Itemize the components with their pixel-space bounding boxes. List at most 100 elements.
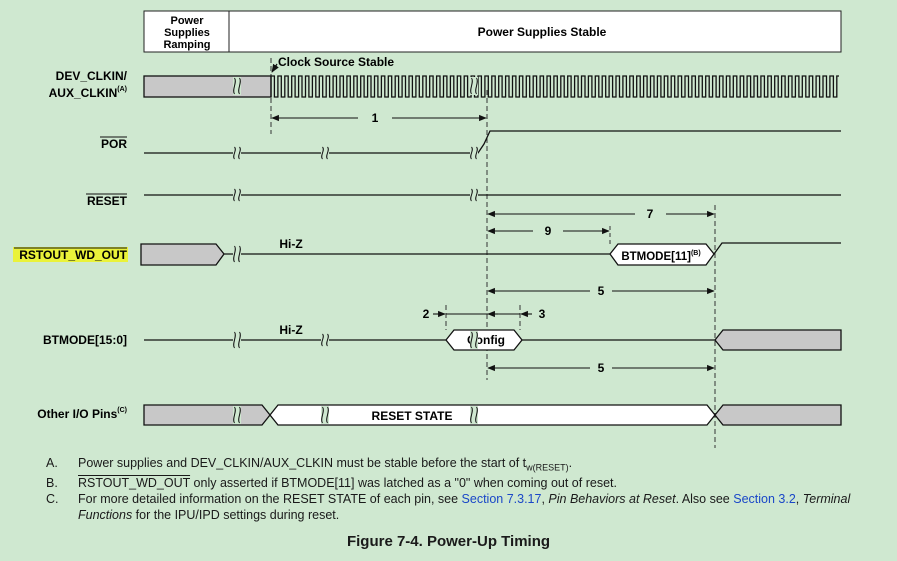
time-break-mark: [475, 406, 478, 424]
phase-ramping-box: [143, 10, 230, 53]
phase-ramping-label-3: Ramping: [163, 39, 210, 51]
time-break-mark: [475, 77, 478, 95]
timing-9-label: 9: [545, 224, 552, 238]
timing-5a-label: 5: [598, 284, 605, 298]
time-break-mask: [321, 333, 329, 347]
timing-5b-label: 5: [598, 361, 605, 375]
btmode11-label: BTMODE[11](B): [621, 250, 700, 263]
note-b: B. RSTOUT_WD_OUT only asserted if BTMODE…: [46, 476, 866, 492]
clock-source-stable-label: Clock Source Stable: [278, 55, 394, 69]
timing-7: 7: [487, 207, 715, 221]
time-break-mask: [233, 188, 241, 202]
time-break-mask: [233, 406, 241, 424]
time-break-mask: [470, 331, 478, 349]
por-low: [144, 130, 841, 154]
time-break-mask: [470, 406, 478, 424]
time-break-mark: [233, 406, 236, 424]
time-break-marks: [233, 77, 478, 424]
time-break-mark: [233, 245, 236, 263]
note-a-sub: w(RESET): [526, 462, 569, 473]
time-break-mark: [238, 245, 241, 263]
clkin-ramp-bus: [143, 75, 272, 98]
time-break-mark: [470, 146, 473, 160]
rstout-waveform: Hi-Z BTMODE[11](B): [140, 237, 841, 266]
signal-label-other-io: Other I/O Pins(C): [37, 407, 127, 421]
note-c-italic2: Terminal Functions: [78, 492, 851, 522]
time-break-mark: [233, 146, 236, 160]
timing-1-label: 1: [372, 111, 379, 125]
time-break-mark: [475, 331, 478, 349]
signal-labels: DEV_CLKIN/ AUX_CLKIN(A) POR RESET RSTOUT…: [13, 69, 128, 421]
rstout-release: [713, 242, 841, 255]
time-break-mark: [238, 406, 241, 424]
time-break-mark: [233, 188, 236, 202]
note-c: C. For more detailed information on the …: [46, 492, 866, 524]
note-c-text-wrap: For more detailed information on the RES…: [78, 492, 866, 524]
time-break-mark: [470, 406, 473, 424]
timing-1: 1: [271, 111, 487, 125]
timing-2-label: 2: [423, 307, 430, 321]
rstout-highlight: [13, 247, 128, 262]
phase-ramping-label-1: Power: [170, 15, 204, 27]
time-break-mask: [233, 77, 241, 95]
time-break-mark: [321, 406, 324, 424]
time-break-mask: [233, 146, 241, 160]
time-break-mark: [470, 331, 473, 349]
time-break-mark: [470, 188, 473, 202]
timing-diagram-svg: Power Supplies Ramping Power Supplies St…: [13, 10, 842, 448]
time-break-mark: [238, 146, 241, 160]
signal-label-reset: RESET: [87, 194, 128, 208]
rstout-initial-bus: [140, 243, 225, 266]
time-break-mask: [470, 188, 478, 202]
section-3-2-link[interactable]: Section 3.2: [733, 492, 796, 507]
note-c-text3: for the IPU/IPD settings during reset.: [132, 507, 340, 522]
note-b-text: only asserted if BTMODE[11] was latched …: [190, 476, 617, 491]
signal-label-aux-clkin: AUX_CLKIN: [49, 86, 118, 100]
note-c-sep2: ,: [795, 492, 803, 507]
time-break-mark: [233, 331, 236, 349]
time-break-mask: [470, 77, 478, 95]
note-c-italic1: Pin Behaviors at Reset: [548, 492, 676, 507]
clock-source-arrow: [271, 63, 279, 73]
time-break-mark: [326, 146, 329, 160]
note-b-signal: RSTOUT_WD_OUT: [78, 476, 191, 491]
note-a-end: .: [568, 456, 573, 470]
note-a: A. Power supplies and DEV_CLKIN/AUX_CLKI…: [46, 456, 866, 476]
signal-label-clkin-1: DEV_CLKIN/: [56, 69, 128, 83]
btmode11-note-b: (B): [691, 250, 701, 257]
note-b-label: B.: [46, 476, 58, 491]
time-break-mark: [475, 146, 478, 160]
note-c-sep1: ,: [541, 492, 549, 507]
note-b-text-wrap: RSTOUT_WD_OUT only asserted if BTMODE[11…: [78, 476, 866, 492]
time-break-mark: [326, 406, 329, 424]
note-c-label: C.: [46, 492, 59, 507]
time-break-mark: [238, 188, 241, 202]
btmode11-text: BTMODE[11]: [621, 251, 691, 263]
por-waveform: [144, 130, 841, 154]
signal-label-other-io-text: Other I/O Pins: [37, 407, 117, 421]
time-break-mask: [233, 331, 241, 349]
time-break-mask: [233, 245, 241, 263]
other-io-reset-state-box: [269, 404, 716, 426]
section-7-3-17-link[interactable]: Section 7.3.17: [461, 492, 542, 507]
time-break-mask: [470, 146, 478, 160]
other-io-initial-bus: [143, 404, 271, 426]
note-c-text2: . Also see: [675, 492, 734, 507]
time-break-mark: [321, 333, 324, 347]
phase-header: Power Supplies Ramping Power Supplies St…: [143, 10, 842, 53]
rstout-hiz-label: Hi-Z: [279, 237, 302, 251]
note-a-text: Power supplies and DEV_CLKIN/AUX_CLKIN m…: [78, 456, 527, 470]
time-break-mark: [321, 146, 324, 160]
timing-9: 9: [487, 224, 611, 246]
signal-note-c: (C): [117, 407, 127, 414]
phase-stable-label: Power Supplies Stable: [478, 25, 607, 39]
time-break-mark: [233, 77, 236, 95]
figure-notes: A. Power supplies and DEV_CLKIN/AUX_CLKI…: [46, 456, 866, 524]
reset-state-label: RESET STATE: [372, 409, 453, 423]
note-a-text-wrap: Power supplies and DEV_CLKIN/AUX_CLKIN m…: [78, 456, 866, 476]
clkin-waveform: Clock Source Stable: [143, 55, 839, 98]
time-break-mask: [321, 406, 329, 424]
note-c-text1: For more detailed information on the RES…: [78, 492, 462, 507]
signal-label-por: POR: [101, 137, 127, 151]
